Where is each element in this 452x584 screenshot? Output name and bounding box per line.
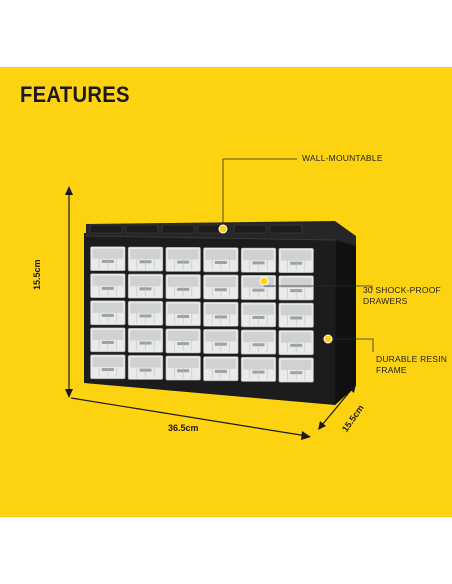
drawer bbox=[90, 354, 126, 380]
callout-drawers: 30 SHOCK-PROOF DRAWERS bbox=[363, 285, 441, 306]
drawer bbox=[203, 301, 239, 327]
dimension-width-label: 36.5cm bbox=[168, 423, 199, 433]
drawer bbox=[90, 300, 126, 326]
width-dimension-line bbox=[70, 397, 308, 437]
drawer bbox=[165, 247, 201, 272]
drawer bbox=[203, 274, 239, 300]
frame-dot-icon bbox=[323, 334, 333, 344]
storage-cabinet bbox=[84, 221, 356, 405]
dimension-height-label: 15.5cm bbox=[32, 259, 42, 290]
drawer bbox=[127, 246, 164, 272]
drawer bbox=[165, 328, 201, 354]
drawer bbox=[127, 273, 164, 299]
callout-dots bbox=[218, 224, 333, 344]
drawer bbox=[90, 273, 126, 299]
drawer bbox=[165, 355, 201, 381]
drawer bbox=[240, 329, 277, 355]
drawer bbox=[127, 327, 164, 353]
drawer bbox=[240, 356, 277, 382]
drawers-dot-icon bbox=[259, 276, 269, 286]
drawer bbox=[127, 355, 164, 380]
callout-frame: DURABLE RESIN FRAME bbox=[376, 354, 448, 375]
wall-mount-dot-icon bbox=[218, 224, 228, 234]
drawer bbox=[203, 356, 239, 382]
drawer bbox=[278, 302, 314, 328]
drawer bbox=[240, 302, 277, 328]
drawer bbox=[240, 247, 277, 273]
drawer bbox=[203, 329, 239, 354]
drawer bbox=[165, 301, 201, 327]
drawer bbox=[278, 357, 314, 383]
drawer bbox=[203, 247, 239, 273]
depth-dimension-line bbox=[321, 388, 353, 426]
page-title: FEATURES bbox=[20, 82, 130, 107]
drawer bbox=[165, 274, 201, 299]
drawer-grid bbox=[90, 246, 314, 383]
drawer bbox=[127, 300, 164, 326]
drawer bbox=[240, 274, 277, 300]
drawer bbox=[278, 275, 314, 301]
drawer bbox=[278, 330, 314, 356]
drawer bbox=[278, 248, 314, 273]
drawer bbox=[90, 327, 126, 353]
drawer bbox=[90, 246, 126, 272]
callout-wall-mountable: WALL-MOUNTABLE bbox=[302, 153, 383, 163]
